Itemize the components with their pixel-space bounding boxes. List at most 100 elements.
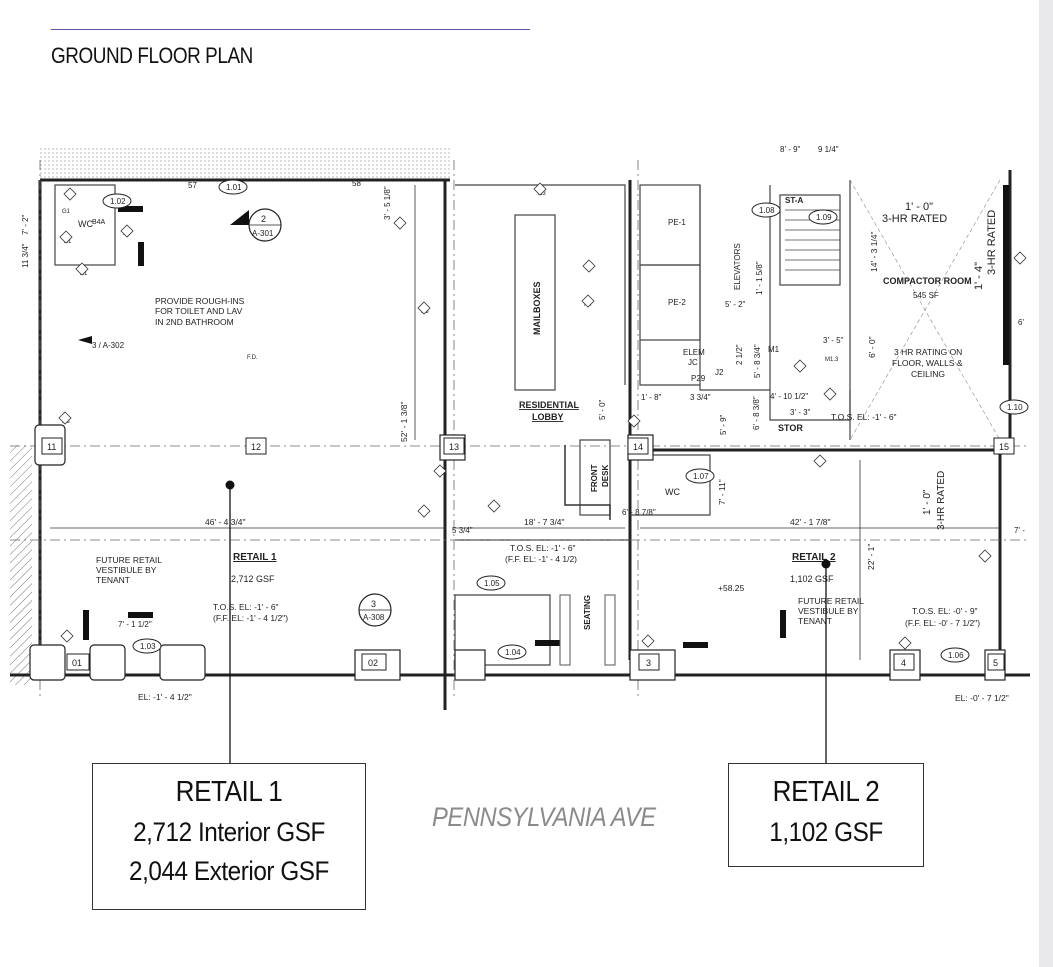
- equip-m1: M1: [768, 345, 780, 354]
- retail2-callout-title: RETAIL 2: [772, 776, 880, 808]
- equip-p29: P29: [691, 374, 706, 383]
- room-label-retail2: RETAIL 2: [792, 552, 836, 563]
- equip-a1-2: A1: [64, 239, 72, 245]
- grid-bubble-02: 02: [368, 658, 378, 668]
- page-title: GROUND FLOOR PLAN: [51, 43, 253, 68]
- compactor-hatching: [849, 179, 1001, 441]
- stair-treads: [785, 209, 840, 271]
- dim-6-side: 6': [1018, 318, 1024, 327]
- dim-7-11: 7' - 11": [717, 479, 727, 505]
- dim-5-8-3-4: 5' - 8 3/4": [753, 344, 762, 378]
- sidewalk-hatch: [40, 146, 450, 180]
- note-vestibule1-2: VESTIBULE BY: [96, 565, 157, 575]
- grid-bubble-11: 11: [47, 442, 56, 452]
- door-tag-1-06: 1.06: [948, 651, 964, 660]
- room-label-compactor: COMPACTOR ROOM: [883, 276, 972, 286]
- room-label-front-desk-1: FRONT: [590, 464, 599, 492]
- dim-11-3-4: 11 3/4": [21, 243, 30, 268]
- room-label-wc1: WC: [78, 219, 93, 229]
- door-tag-1-01: 1.01: [226, 183, 242, 192]
- section-tag-2-ref: A-308: [363, 613, 385, 622]
- retail1-callout-box: RETAIL 1 2,712 Interior GSF 2,044 Exteri…: [92, 763, 366, 910]
- grid-bubble-13: 13: [449, 442, 459, 452]
- dim-1-1-5-8: 1' - 1 5/8": [755, 261, 764, 295]
- note-vestibule1-3: TENANT: [96, 575, 130, 585]
- dim-8-7-8: 6' - 8 7/8": [622, 508, 656, 517]
- note-tos1-2: (F.F. EL: -1' - 4 1/2"): [213, 613, 288, 623]
- retail1-callout-title: RETAIL 1: [175, 776, 283, 808]
- room-label-mailboxes: MAILBOXES: [532, 281, 542, 335]
- door-tags: [102, 179, 1029, 663]
- room-label-elevators: ELEVATORS: [733, 243, 742, 290]
- equip-a1-3: A1: [80, 271, 88, 277]
- note-tos2-2: (F.F. EL: -1' - 4 1/2): [505, 554, 577, 564]
- note-tos3-2: (F.F. EL: -0' - 7 1/2"): [905, 618, 980, 628]
- dim-top-2: 9 1/4": [818, 145, 839, 154]
- dim-7-side: 7' -: [1014, 526, 1025, 535]
- note-el-bottom-left: EL: -1' - 4 1/2": [138, 692, 192, 702]
- dim-5-9: 5' - 9": [719, 414, 728, 435]
- note-vestibule2-3: TENANT: [798, 616, 832, 626]
- room-label-pe1: PE-1: [668, 218, 686, 227]
- grid-bubble-01: 01: [72, 658, 82, 668]
- dim-top-1: 8' - 9": [780, 145, 801, 154]
- dim-22: 22' - 1": [866, 544, 876, 570]
- note-hr-mid-1: 1' - 0": [922, 489, 933, 515]
- note-rough-in-2: FOR TOILET AND LAV: [155, 306, 243, 316]
- note-vestibule2-1: FUTURE RETAIL: [798, 596, 864, 606]
- room-area-retail2: 1,102 GSF: [790, 574, 834, 584]
- door-tag-1-05: 1.05: [484, 579, 500, 588]
- grid-bubble-3: 3: [646, 658, 651, 668]
- dim-3-3: 3' - 3": [790, 408, 811, 417]
- front-desk-outline: [564, 445, 611, 520]
- dim-1-8: 1' - 8": [641, 393, 662, 402]
- room-area-retail1: 2,712 GSF: [231, 574, 275, 584]
- dim-6-0: 6' - 0": [867, 336, 877, 358]
- retail2-callout-gsf: 1,102 GSF: [769, 817, 883, 847]
- door-tag-1-03: 1.03: [140, 642, 156, 651]
- retail2-callout-box: RETAIL 2 1,102 GSF: [728, 763, 924, 867]
- dim-3-5-1-8: 3' - 5 1/8": [383, 186, 392, 220]
- door-tag-1-02: 1.02: [110, 197, 126, 206]
- room-label-stor: STOR: [778, 423, 803, 433]
- section-tag-2-number: 3: [371, 599, 376, 609]
- note-hr-side-2: 3-HR RATED: [986, 210, 998, 275]
- note-rating-1: 3 HR RATING ON: [894, 347, 962, 357]
- interior-walls: [54, 180, 851, 666]
- dim-42: 42' - 1 7/8": [790, 517, 831, 527]
- section-markers: [78, 208, 392, 627]
- dim-7-2: 7' - 2": [21, 214, 30, 235]
- equip-58: 58: [352, 179, 361, 188]
- note-hr-top-1: 1' - 0": [905, 201, 933, 213]
- dim-3-5: 3' - 5": [823, 336, 844, 345]
- dim-14: 14' - 3 1/4": [869, 231, 879, 272]
- dim-52: 52' - 1 3/8": [399, 401, 409, 442]
- retail1-callout-interior: 2,712 Interior GSF: [133, 817, 325, 847]
- equip-b4a: B4A: [92, 219, 106, 226]
- right-edge-strip: [1039, 0, 1053, 967]
- door-tag-1-10: 1.10: [1007, 403, 1023, 412]
- room-label-seating: SEATING: [583, 595, 592, 630]
- room-label-lobby-2: LOBBY: [532, 412, 564, 422]
- note-hr-top-2: 3-HR RATED: [882, 213, 947, 225]
- structural-marks: [83, 185, 1009, 648]
- note-rough-in-1: PROVIDE ROUGH-INS: [155, 296, 245, 306]
- section-tag-1-ref: A-301: [252, 229, 274, 238]
- room-label-lobby-1: RESIDENTIAL: [519, 400, 580, 410]
- equip-57: 57: [188, 181, 197, 190]
- equip-n3-2: N3: [538, 191, 546, 197]
- note-tos2-1: T.O.S. EL: -1' - 6": [510, 543, 576, 553]
- retail1-callout-exterior: 2,044 Exterior GSF: [129, 856, 329, 886]
- section-tag-1-number: 2: [261, 214, 266, 224]
- note-spot-elevation: +58.25: [718, 583, 745, 593]
- door-tag-1-09: 1.09: [816, 213, 832, 222]
- room-label-stair: ST-A: [785, 196, 803, 205]
- note-rating-3: CEILING: [911, 369, 945, 379]
- note-floor-drain: F.D.: [247, 355, 258, 361]
- dim-3-3-4: 3 3/4": [690, 393, 711, 402]
- room-label-pe2: PE-2: [668, 298, 686, 307]
- grid-bubble-12: 12: [251, 442, 261, 452]
- note-tos3-1: T.O.S. EL: -0' - 9": [912, 606, 978, 616]
- note-tos1-1: T.O.S. EL: -1' - 6": [213, 602, 279, 612]
- dim-18: 18' - 7 3/4": [524, 517, 565, 527]
